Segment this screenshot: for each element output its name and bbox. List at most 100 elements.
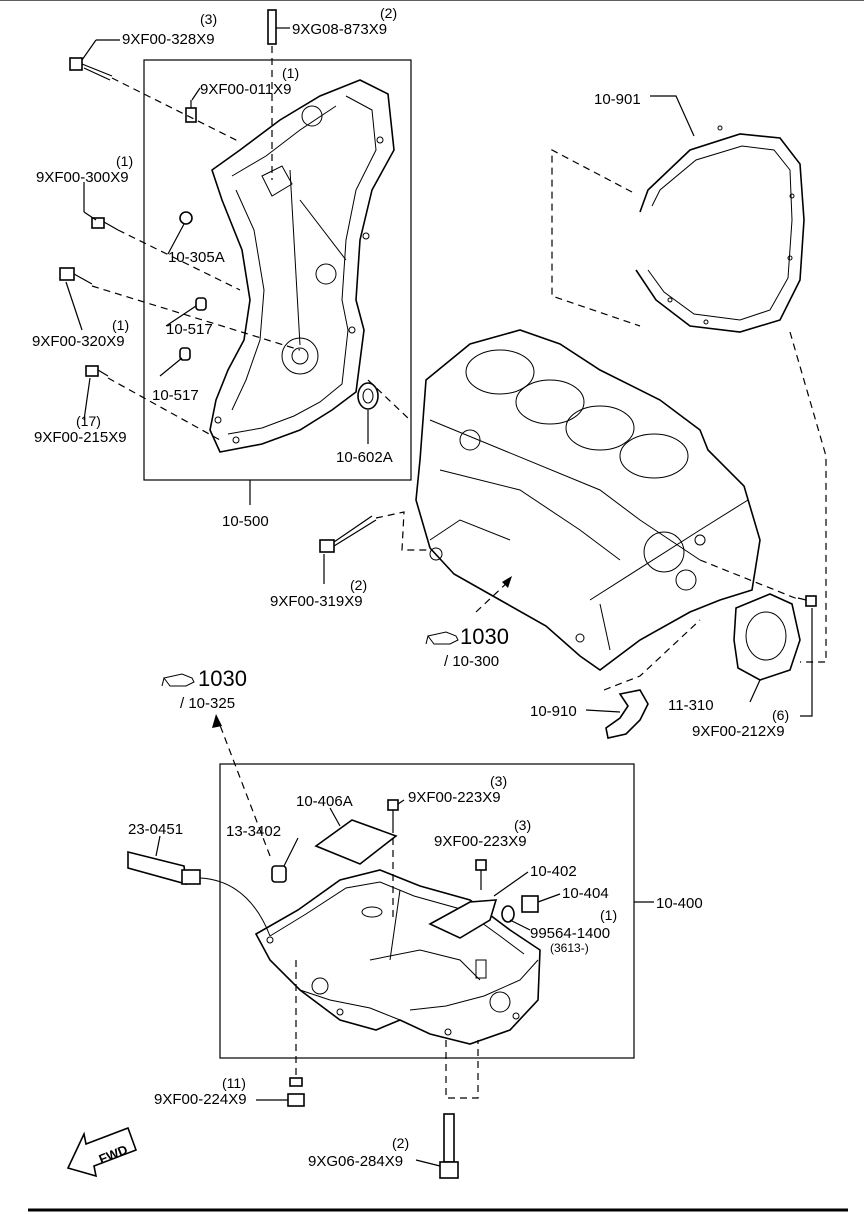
ref-1030-block: 1030 xyxy=(460,624,509,649)
label-9xf00-320x9: 9XF00-320X9 xyxy=(32,333,125,350)
leader-517b xyxy=(159,357,183,377)
label-10-901: 10-901 xyxy=(594,91,641,108)
gasket-dash-left xyxy=(551,149,641,327)
leader-402 xyxy=(493,871,529,897)
ref-arrow-10-325 xyxy=(217,719,271,857)
leader-011 xyxy=(191,87,201,101)
rear-oil-seal-11-310[interactable] xyxy=(733,593,801,681)
bolt-9xf00-212x9[interactable] xyxy=(797,595,817,607)
leader-11310 xyxy=(749,679,761,703)
label-10-500: 10-500 xyxy=(222,513,269,530)
dowel-10-305a[interactable] xyxy=(179,211,193,225)
thrust-bearing-10-910[interactable] xyxy=(605,689,649,739)
bolt-9xf00-328x9[interactable] xyxy=(69,57,113,81)
oil-seal-10-602a[interactable] xyxy=(357,382,379,410)
qty-223a: (3) xyxy=(490,773,507,789)
leader-901 xyxy=(650,95,695,137)
label-9xf00-223x9-upper: 9XF00-223X9 xyxy=(408,789,501,806)
bolt-300-dash xyxy=(117,229,241,291)
qty-300: (1) xyxy=(116,153,133,169)
label-10-305a: 10-305A xyxy=(168,249,225,266)
seal-dash xyxy=(367,379,411,421)
washer-99564-1400[interactable] xyxy=(501,905,515,923)
gasket-dash-right xyxy=(789,331,827,663)
qty-212: (6) xyxy=(772,707,789,723)
leader-517a xyxy=(165,305,197,327)
stud-9xg06-284x9[interactable] xyxy=(439,1113,459,1179)
label-11-310: 11-310 xyxy=(668,697,714,714)
bolt-319-dash xyxy=(375,511,430,551)
bolt-9xf00-300x9[interactable] xyxy=(91,217,119,231)
stud-9xg08-873x9[interactable] xyxy=(267,9,277,45)
bolt-9xf00-319x9[interactable] xyxy=(319,515,377,553)
ref-10-325: / 10-325 xyxy=(180,695,235,712)
bolt-9xf00-320x9[interactable] xyxy=(59,267,93,285)
qty-319: (2) xyxy=(350,577,367,593)
leader-404 xyxy=(537,893,561,903)
bolt-9xf00-224x9[interactable] xyxy=(287,1077,305,1107)
ref-arrowhead-10-325 xyxy=(212,714,222,728)
leader-212 xyxy=(800,608,813,717)
rear-gasket-10-901[interactable] xyxy=(635,125,805,333)
pin-10-517-lower[interactable] xyxy=(179,347,191,361)
label-10-517-upper: 10-517 xyxy=(166,321,213,338)
bolt-9xf00-223x9-upper[interactable] xyxy=(387,799,399,826)
label-9xf00-215x9: 9XF00-215X9 xyxy=(34,429,127,446)
drain-plug-10-404[interactable] xyxy=(521,895,539,913)
leader-223a xyxy=(397,799,405,805)
ref-10-300: / 10-300 xyxy=(444,653,499,670)
qty-215: (17) xyxy=(76,413,101,429)
label-9xg08-873x9: 9XG08-873X9 xyxy=(292,21,387,38)
label-9xf00-328x9: 9XF00-328X9 xyxy=(122,31,215,48)
qty-873: (2) xyxy=(380,5,397,21)
qty-011: (1) xyxy=(282,65,299,81)
bolt-9xf00-223x9-lower[interactable] xyxy=(475,859,487,890)
leader-910 xyxy=(585,709,621,713)
forward-arrow-icon: FWD xyxy=(66,1126,138,1178)
leader-320 xyxy=(65,281,83,331)
front-cover-part[interactable] xyxy=(209,79,395,453)
leader-406a xyxy=(329,807,341,827)
bolt-215-dash xyxy=(107,377,221,441)
label-9xf00-300x9: 9XF00-300X9 xyxy=(36,169,129,186)
qty-284: (2) xyxy=(392,1135,409,1151)
label-10-910: 10-910 xyxy=(530,703,577,720)
label-99564-1400: 99564-1400 xyxy=(530,925,610,942)
oil-pan[interactable] xyxy=(254,869,541,1045)
label-23-0451: 23-0451 xyxy=(128,821,183,838)
oil-level-sensor-23-0451[interactable] xyxy=(127,850,271,937)
label-10-406a: 10-406A xyxy=(296,793,353,810)
seal-dash-right xyxy=(699,559,801,601)
ref-1030-pan: 1030 xyxy=(198,666,247,691)
bearing-dash xyxy=(603,619,701,691)
front-cover-box xyxy=(143,59,412,481)
bracket-10-402[interactable] xyxy=(428,899,498,939)
label-10-400: 10-400 xyxy=(656,895,703,912)
pin-10-517-upper[interactable] xyxy=(195,297,207,311)
leader-305a xyxy=(167,223,185,255)
qty-223b: (3) xyxy=(514,817,531,833)
sensor-13-3402[interactable] xyxy=(271,865,287,883)
label-9xg06-284x9: 9XG06-284X9 xyxy=(308,1153,403,1170)
label-3613: (3613-) xyxy=(550,941,589,955)
qty-99564: (1) xyxy=(600,907,617,923)
label-10-404: 10-404 xyxy=(562,885,609,902)
cylinder-block[interactable] xyxy=(415,329,761,671)
bolt-9xf00-011x9[interactable] xyxy=(185,100,197,123)
qty-328: (3) xyxy=(200,11,217,27)
baffle-plate-10-406a[interactable] xyxy=(314,819,398,865)
bolt-9xf00-215x9[interactable] xyxy=(85,365,109,377)
label-9xf00-011x9: 9XF00-011X9 xyxy=(200,81,291,98)
ref-arrowhead-10-300 xyxy=(502,576,512,588)
leader-99564 xyxy=(509,919,531,931)
stud-284-dash xyxy=(445,1040,479,1099)
leader-215 xyxy=(83,377,91,421)
leader-133402 xyxy=(283,837,299,867)
label-9xf00-223x9-lower: 9XF00-223X9 xyxy=(434,833,527,850)
ref-arrow-10-300 xyxy=(475,579,511,613)
label-9xf00-212x9: 9XF00-212X9 xyxy=(692,723,785,740)
label-13-3402: 13-3402 xyxy=(226,823,281,840)
bolt-320-dash xyxy=(91,285,301,351)
label-10-402: 10-402 xyxy=(530,863,577,880)
